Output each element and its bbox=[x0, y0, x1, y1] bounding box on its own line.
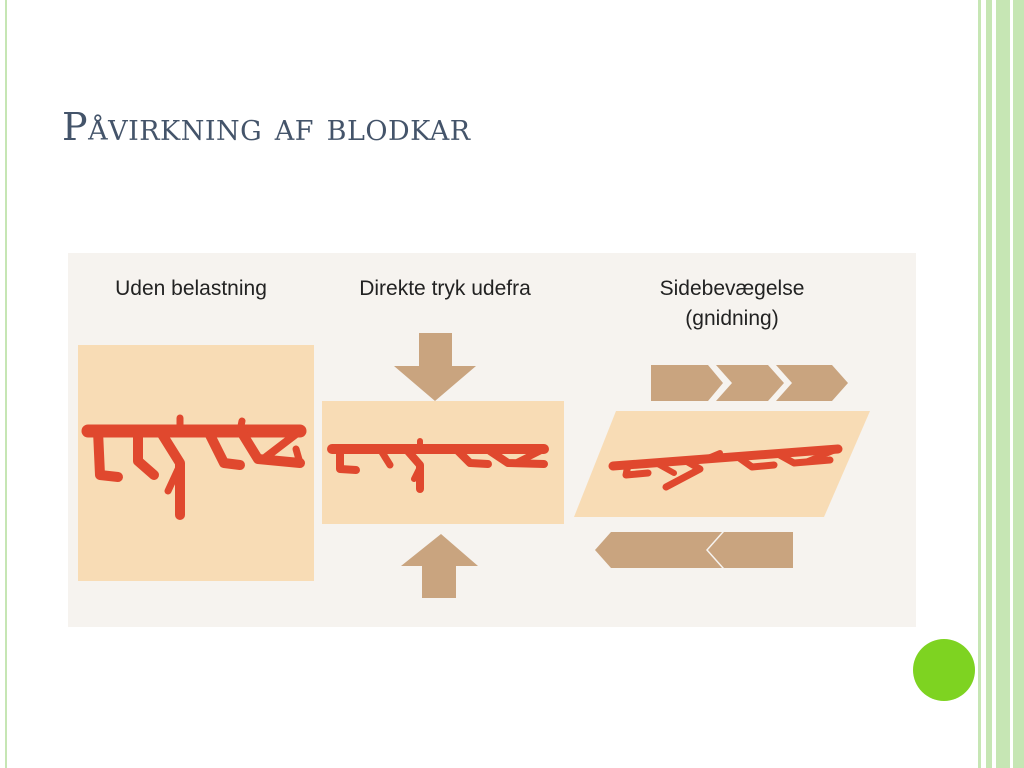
vessel-network-unloaded bbox=[81, 414, 307, 520]
arrow-up-bottom bbox=[401, 534, 478, 598]
arrow-down-top bbox=[394, 333, 476, 401]
blood-vessel-illustration: Uden belastning Direkte tryk udefra Side… bbox=[68, 253, 916, 627]
label-direct-pressure: Direkte tryk udefra bbox=[359, 277, 531, 300]
right-border-stripes bbox=[976, 0, 1024, 768]
label-no-load: Uden belastning bbox=[115, 277, 267, 300]
label-friction: (gnidning) bbox=[685, 307, 779, 330]
arrows-right-top bbox=[651, 365, 848, 401]
arrows-left-bottom bbox=[595, 532, 793, 568]
tissue-block-sheared bbox=[574, 411, 870, 517]
left-border-stripe bbox=[0, 0, 11, 768]
green-circle-decoration bbox=[913, 639, 975, 701]
label-side-movement: Sidebevægelse bbox=[659, 277, 805, 300]
illustration-graphic bbox=[68, 253, 916, 627]
vessel-network-sheared bbox=[608, 444, 843, 491]
slide-title: Påvirkning af blodkar bbox=[62, 105, 471, 149]
vessel-network-compressed bbox=[327, 438, 549, 493]
